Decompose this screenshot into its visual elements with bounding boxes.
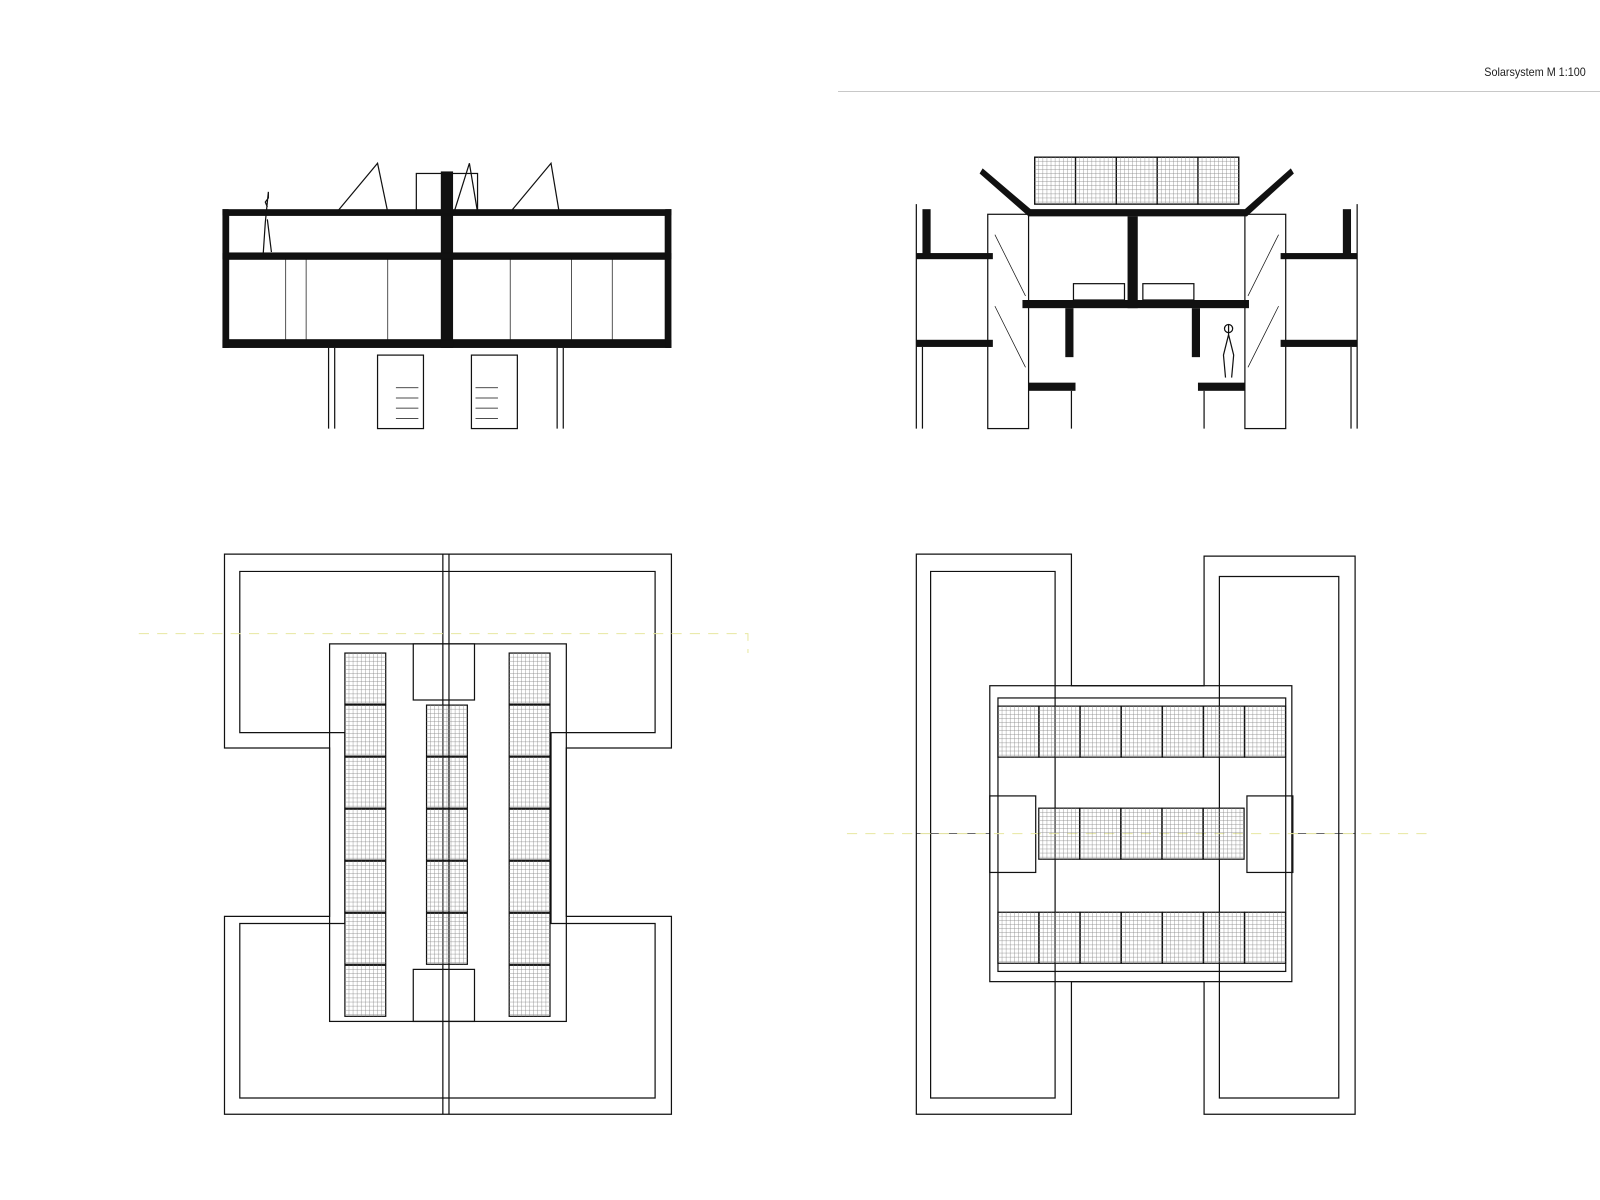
- header-rule: [838, 91, 1600, 92]
- roof-plan-right: [846, 553, 1429, 1115]
- section-right: [915, 156, 1358, 430]
- sheet-title: Solarsystem M 1:100: [1484, 65, 1586, 79]
- roof-plan-left: [138, 553, 749, 1115]
- section-left: [222, 161, 672, 430]
